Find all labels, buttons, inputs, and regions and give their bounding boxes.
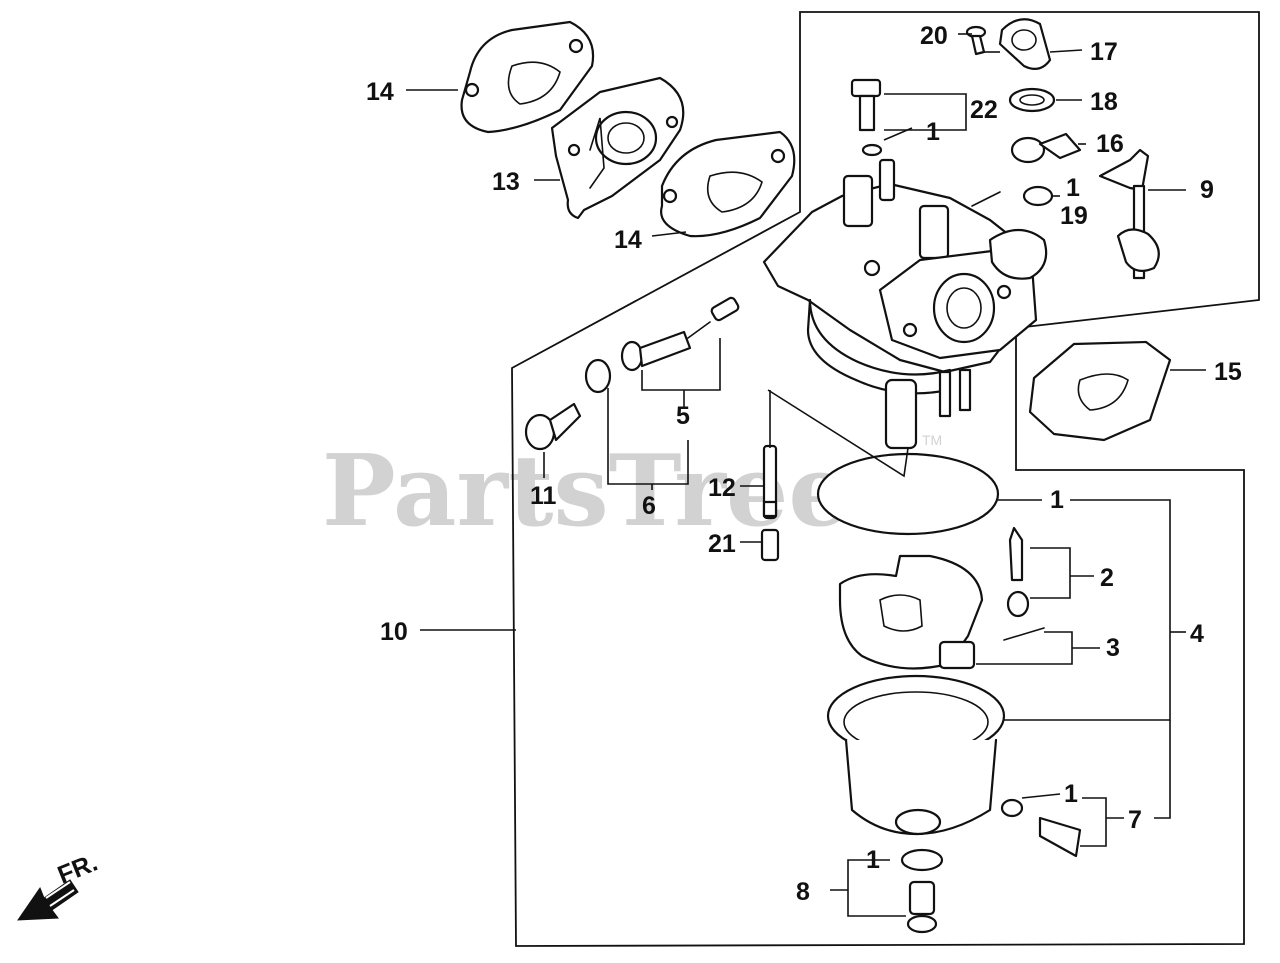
carburetor-body — [762, 158, 1048, 450]
main-jet-12 — [762, 444, 778, 520]
pilot-screw-5 — [620, 296, 740, 372]
callout-4: 4 — [1190, 620, 1204, 648]
front-direction-label: FR. — [54, 849, 102, 890]
float-3 — [838, 554, 1045, 670]
choke-lever-9 — [1098, 148, 1160, 280]
limiter-cap-6 — [584, 358, 612, 394]
callout-7: 7 — [1128, 806, 1142, 834]
gasket-15 — [1028, 340, 1172, 442]
callout-2: 2 — [1100, 564, 1114, 592]
screw-22 — [850, 78, 883, 157]
callout-16: 16 — [1096, 130, 1124, 158]
callout-20: 20 — [920, 22, 948, 50]
callout-17: 17 — [1090, 38, 1118, 66]
float-valve-2 — [1006, 526, 1030, 618]
gasket-18 — [1008, 87, 1056, 113]
main-jet-21 — [760, 528, 780, 562]
screw-11 — [524, 402, 582, 451]
callout-19: 19 — [1060, 202, 1088, 230]
callout-22: 22 — [970, 96, 998, 124]
watermark-tm: TM — [922, 432, 942, 448]
callout-5: 5 — [676, 402, 690, 430]
callout-3: 3 — [1106, 634, 1120, 662]
callout-8: 8 — [796, 878, 810, 906]
callout-18: 18 — [1090, 88, 1118, 116]
callout-14-middle: 14 — [614, 226, 642, 254]
callout-21: 21 — [708, 530, 736, 558]
callout-1-gasket: 1 — [1050, 486, 1064, 514]
gasket-14-top — [460, 20, 595, 134]
callout-1-bolt: 1 — [866, 846, 880, 874]
callout-1-drain: 1 — [1064, 780, 1078, 808]
callout-12: 12 — [708, 474, 736, 502]
callout-14-top: 14 — [366, 78, 394, 106]
drain-bolt-8 — [900, 848, 944, 934]
insulator-13 — [550, 76, 685, 220]
callout-15: 15 — [1214, 358, 1242, 386]
float-chamber — [826, 674, 1006, 836]
screw-20 — [965, 25, 987, 56]
jet-19 — [1022, 185, 1054, 207]
leader-lines — [406, 33, 1206, 917]
callout-1-jet: 1 — [1066, 174, 1080, 202]
callout-10: 10 — [380, 618, 408, 646]
callout-6: 6 — [642, 492, 656, 520]
callout-13: 13 — [492, 168, 520, 196]
front-direction-arrow-icon — [17, 879, 79, 921]
drain-screw-7 — [1000, 798, 1082, 858]
cover-plate-17 — [998, 18, 1052, 71]
callout-9: 9 — [1200, 176, 1214, 204]
gasket-14-middle — [660, 130, 796, 238]
valve-16 — [1010, 132, 1082, 164]
float-chamber-gasket — [816, 452, 1000, 536]
callout-11: 11 — [530, 482, 557, 510]
callout-1-top: 1 — [926, 118, 940, 146]
